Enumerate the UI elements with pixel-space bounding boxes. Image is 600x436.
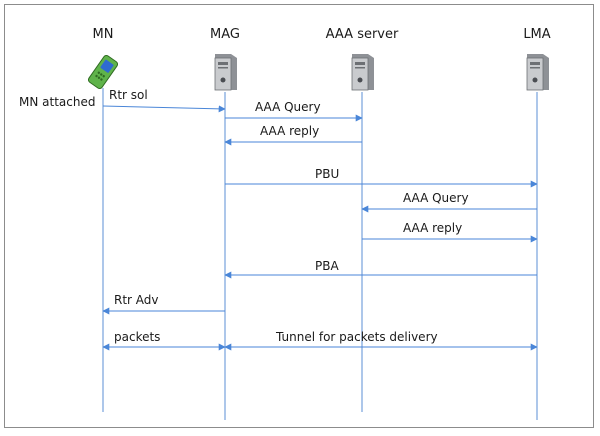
message-packets: packets (102, 330, 226, 351)
message-aaa-reply-1: AAA reply (224, 124, 362, 146)
message-label: AAA Query (255, 100, 321, 114)
entity-label-mag: MAG (210, 27, 240, 42)
message-label: Rtr Adv (114, 293, 159, 307)
message-arrow (102, 105, 226, 113)
entity-label-aaa: AAA server (326, 27, 399, 42)
message-pbu: PBU (225, 167, 538, 188)
message-label: Rtr sol (109, 88, 148, 102)
message-aaa-query-2: AAA Query (361, 191, 537, 213)
message-aaa-query-1: AAA Query (225, 100, 363, 122)
message-aaa-reply-2: AAA reply (362, 221, 538, 243)
entity-label-lma: LMA (523, 27, 550, 42)
message-label: AAA reply (260, 124, 319, 138)
server-icon (526, 54, 549, 91)
message-label: PBA (315, 259, 339, 273)
mn-attached-note: MN attached (19, 95, 95, 109)
message-label: PBU (315, 167, 339, 181)
server-icon (214, 54, 237, 91)
message-rtr-sol: Rtr sol (102, 88, 226, 113)
message-label: AAA Query (403, 191, 469, 205)
message-label: Tunnel for packets delivery (275, 330, 438, 344)
message-rtr-adv: Rtr Adv (102, 293, 225, 315)
message-label: AAA reply (403, 221, 462, 235)
entity-label-mn: MN (93, 27, 114, 42)
mobile-phone-icon (87, 54, 119, 90)
message-tunnel: Tunnel for packets delivery (224, 330, 538, 351)
server-icon (351, 54, 374, 91)
message-label: packets (114, 330, 160, 344)
message-pba: PBA (224, 259, 537, 279)
